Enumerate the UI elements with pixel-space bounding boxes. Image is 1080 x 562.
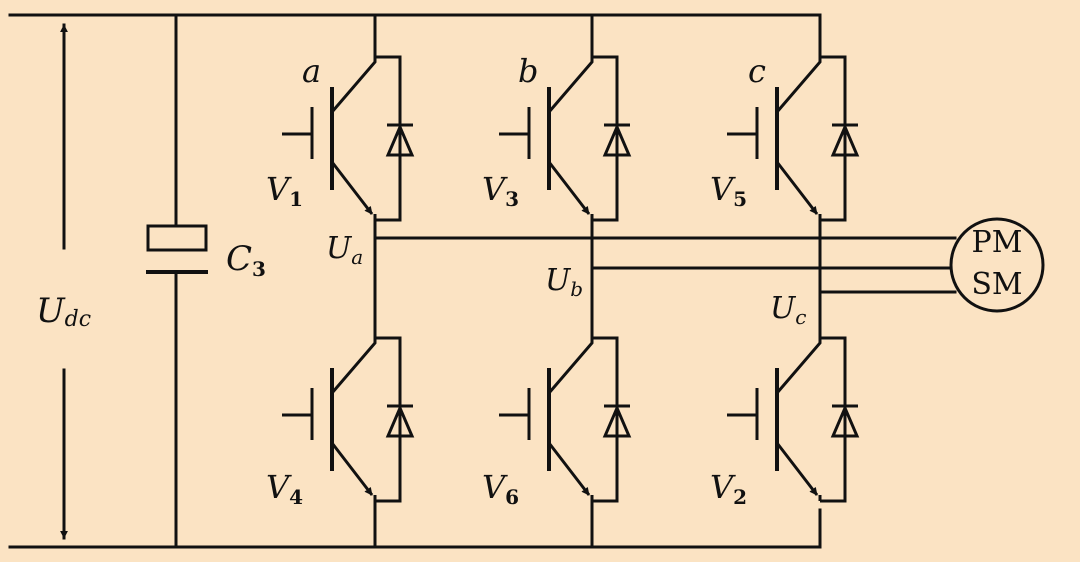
igbt-switches [282,55,860,503]
leg-b-label: b [518,52,538,90]
leg-a-label: a [302,52,321,90]
igbt-v4 [282,336,415,503]
dc-voltage-label: Udc [36,291,91,332]
igbt-v6 [499,336,632,503]
igbt-v3 [499,55,632,222]
capacitor-label: C3 [226,239,266,281]
motor-label-line1: PM [972,225,1023,260]
phase-b-voltage-label: Ub [545,263,583,301]
switch-v3-label: V3 [482,170,519,211]
phase-a-voltage-label: Ua [326,231,363,269]
switch-v2-label: V2 [710,468,747,509]
leg-c-label: c [748,52,766,90]
switch-v1-label: V1 [266,170,303,211]
igbt-v1 [282,55,415,222]
switch-v6-label: V6 [482,468,519,509]
switch-v5-label: V5 [710,170,747,211]
igbt-v2 [727,336,860,503]
phase-c-voltage-label: Uc [770,291,807,329]
motor-label-line2: SM [971,267,1022,302]
capacitor-c3 [146,13,208,549]
switch-v4-label: V4 [266,468,303,509]
motor-circle [949,217,1045,313]
igbt-v5 [727,55,860,222]
